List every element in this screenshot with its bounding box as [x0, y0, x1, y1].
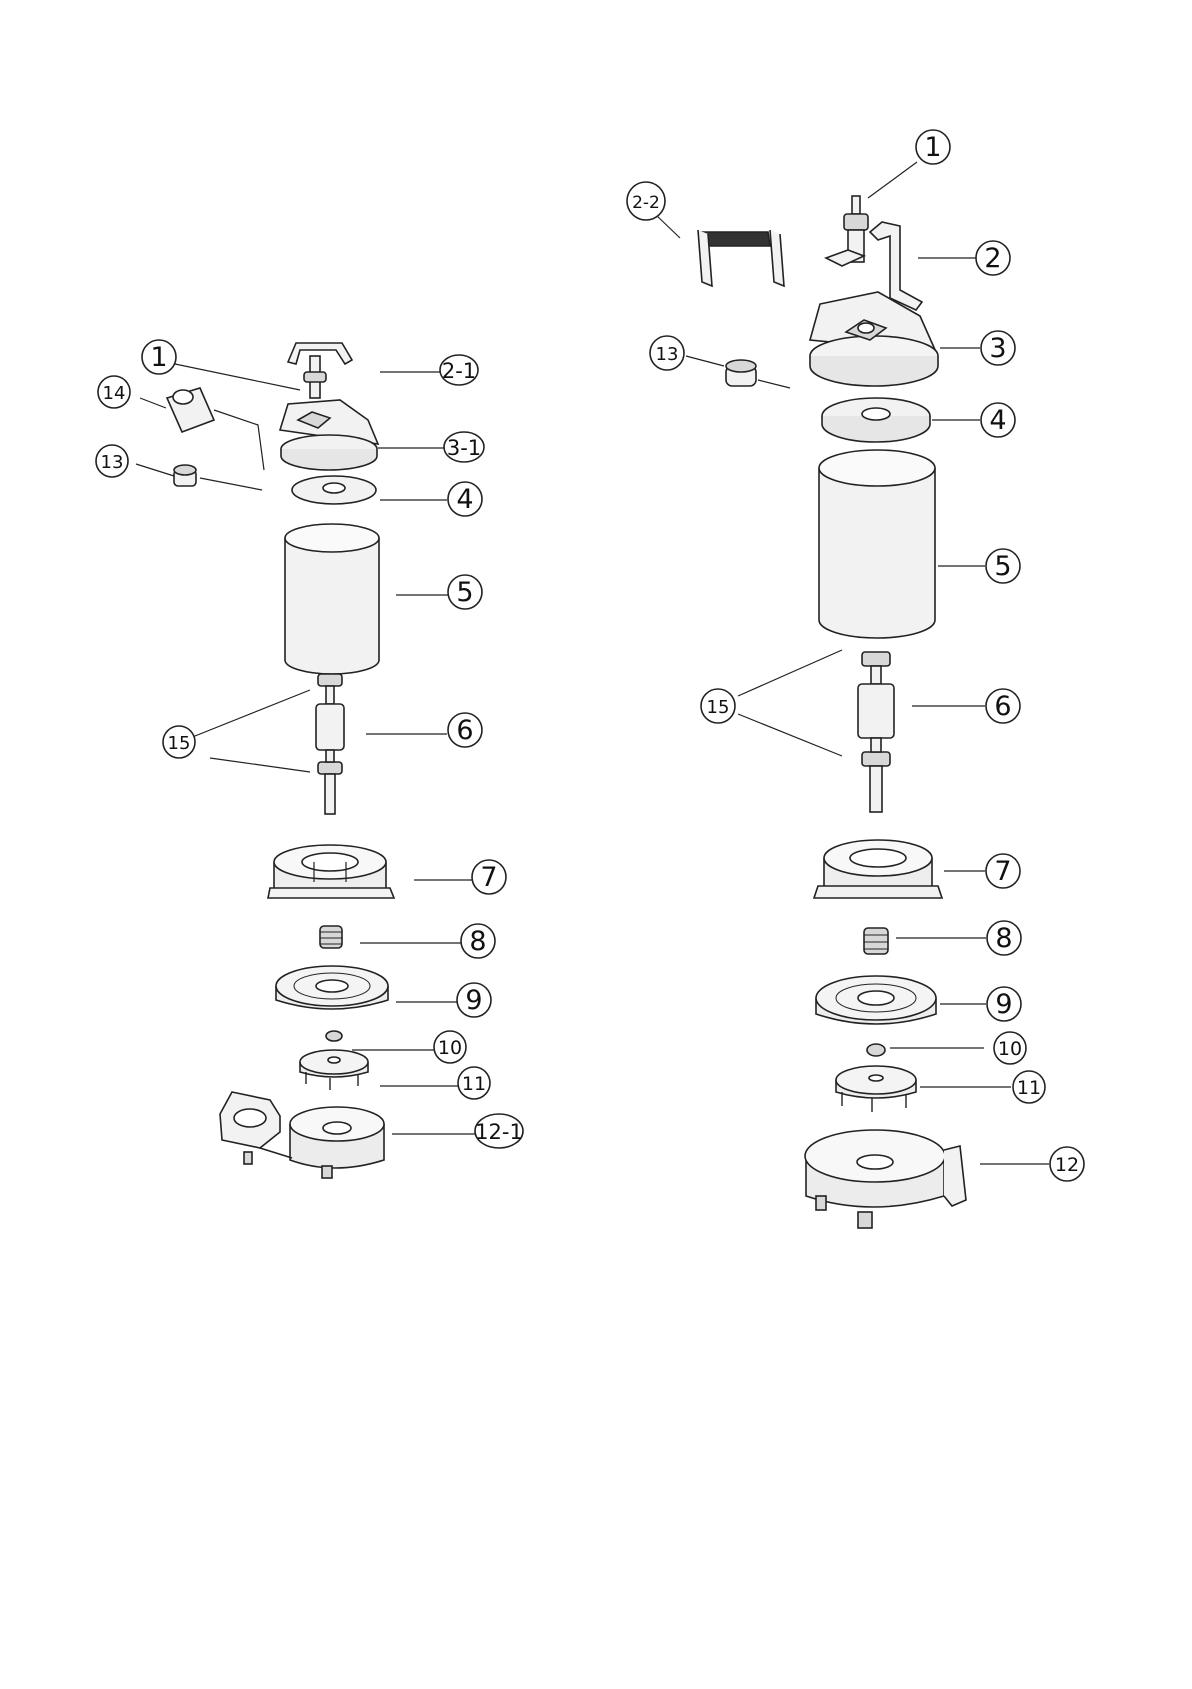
- left-part-rotor: [316, 686, 344, 814]
- left-callout-7: 7: [480, 862, 497, 893]
- right-callout-15: 15: [707, 697, 730, 718]
- right-callout-7: 7: [994, 856, 1011, 887]
- right-callout-13: 13: [656, 344, 679, 365]
- right-callout-6: 6: [994, 691, 1011, 722]
- right-part-housing: [814, 840, 942, 898]
- left-part-plug: [174, 465, 196, 486]
- left-part-intermediate: [276, 966, 388, 1009]
- left-part-plate: [292, 476, 376, 504]
- right-callout-1: 1: [924, 132, 941, 163]
- right-callout-3: 3: [989, 333, 1006, 364]
- right-part-rotor: [858, 666, 894, 812]
- right-callout-2: 2: [984, 243, 1001, 274]
- left-assembly: 1 2-1 14 3-1 13 4 5 6 15 7 8 9 1: [96, 340, 523, 1178]
- right-part-plate: [822, 398, 930, 442]
- left-part-cable-gland: [167, 388, 214, 432]
- left-part-seal: [320, 926, 342, 948]
- right-callout-11: 11: [1017, 1077, 1041, 1099]
- left-callout-13: 13: [101, 452, 124, 473]
- right-part-switch: [826, 196, 868, 266]
- right-callout-9: 9: [995, 989, 1012, 1020]
- left-part-cover: [280, 400, 378, 470]
- right-part-handle-alt: [698, 230, 784, 286]
- left-part-nut: [326, 1031, 342, 1041]
- right-callout-10: 10: [998, 1038, 1022, 1060]
- left-callout-6: 6: [456, 715, 473, 746]
- right-callout-8: 8: [995, 923, 1012, 954]
- left-callout-10: 10: [438, 1037, 462, 1059]
- left-part-volute: [220, 1092, 384, 1178]
- right-callout-4: 4: [989, 405, 1006, 436]
- left-part-switch: [304, 356, 326, 398]
- right-callout-2-2: 2-2: [632, 193, 660, 213]
- left-callout-14: 14: [103, 383, 126, 404]
- left-callout-12-1: 12-1: [475, 1120, 523, 1144]
- right-callout-5: 5: [994, 551, 1011, 582]
- right-part-plug: [726, 360, 756, 386]
- left-callout-1: 1: [150, 342, 167, 373]
- left-callout-15: 15: [168, 733, 191, 754]
- right-callout-12: 12: [1055, 1154, 1079, 1176]
- left-callout-9: 9: [465, 985, 482, 1016]
- left-callout-8: 8: [469, 926, 486, 957]
- left-part-housing: [268, 845, 394, 898]
- left-callout-3-1: 3-1: [447, 436, 481, 460]
- left-callout-11: 11: [462, 1073, 486, 1095]
- left-callout-4: 4: [456, 484, 473, 515]
- right-part-seal: [864, 928, 888, 954]
- right-part-volute: [805, 1130, 966, 1228]
- left-callout-5: 5: [456, 577, 473, 608]
- right-part-intermediate: [816, 976, 936, 1024]
- right-part-impeller: [836, 1066, 916, 1112]
- right-part-nut: [867, 1044, 885, 1056]
- right-part-stator: [819, 450, 935, 638]
- left-callout-2-1: 2-1: [442, 359, 476, 383]
- left-part-impeller: [300, 1050, 368, 1090]
- left-part-stator: [285, 524, 379, 674]
- right-assembly: 1 2-2 2 13 3 4 5 15 6 7 8 9 10: [627, 130, 1084, 1228]
